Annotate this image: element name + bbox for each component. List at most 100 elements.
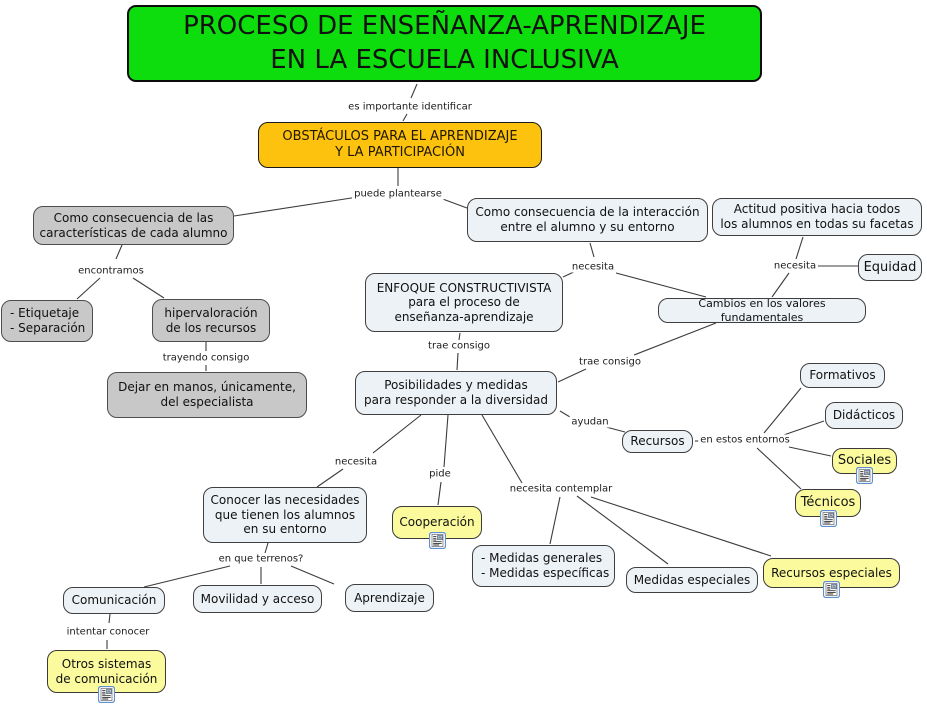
- concept-posibilidades[interactable]: Posibilidades y medidas para responder a…: [355, 371, 557, 415]
- concept-aprendizaje[interactable]: Aprendizaje: [345, 584, 434, 612]
- connector-line: [458, 332, 461, 341]
- resource-link-icon[interactable]: [97, 685, 116, 704]
- concept-movilidad-acceso[interactable]: Movilidad y acceso: [193, 585, 322, 613]
- concept-formativos[interactable]: Formativos: [800, 363, 885, 388]
- link-label-intentar-conocer: intentar conocer: [64, 626, 152, 638]
- connector-line: [605, 426, 626, 433]
- concept-label: Como consecuencia de las características…: [39, 210, 228, 240]
- connector-line: [771, 272, 790, 298]
- connector-line: [763, 387, 802, 434]
- connector-line: [410, 83, 418, 99]
- concept-enfoque-constructivista[interactable]: ENFOQUE CONSTRUCTIVISTA para el proceso …: [365, 273, 563, 332]
- concept-recursos[interactable]: Recursos: [622, 430, 693, 453]
- link-label-en-que-terrenos: en que terrenos?: [216, 553, 306, 565]
- concept-label: Técnicos: [800, 495, 856, 511]
- connector-line: [777, 420, 825, 438]
- concept-consecuencia-caracteristicas[interactable]: Como consecuencia de las características…: [33, 206, 234, 245]
- connector-line: [615, 272, 707, 298]
- connector-line: [316, 468, 344, 488]
- connector-line: [481, 414, 523, 484]
- concept-titulo[interactable]: PROCESO DE ENSEÑANZA-APRENDIZAJE EN LA E…: [127, 5, 762, 82]
- concept-label: Posibilidades y medidas para responder a…: [364, 378, 548, 407]
- connector-line: [264, 542, 269, 554]
- concept-label: Equidad: [863, 259, 917, 275]
- link-label-encontramos: encontramos: [76, 265, 146, 277]
- link-label-necesita-contemplar: necesita contemplar: [507, 483, 615, 495]
- link-label-es-importante-identificar: es importante identificar: [346, 101, 474, 113]
- connector-line: [549, 496, 561, 545]
- concept-cambios-valores[interactable]: Cambios en los valores fundamentales: [658, 297, 866, 324]
- resource-link-icon[interactable]: [855, 466, 874, 485]
- concept-label: Sociales: [837, 453, 892, 469]
- concept-label: PROCESO DE ENSEÑANZA-APRENDIZAJE EN LA E…: [183, 10, 706, 75]
- connector-line: [590, 496, 772, 557]
- connector-line: [439, 197, 468, 209]
- connector-line: [443, 414, 449, 468]
- concept-label: Dejar en manos, únicamente, del especial…: [118, 380, 296, 409]
- concept-label: Cambios en los valores fundamentales: [698, 297, 826, 324]
- concept-etiquetaje-separacion[interactable]: - Etiquetaje - Separación: [1, 300, 93, 342]
- concept-label: hipervaloración de los recursos: [164, 305, 258, 335]
- connector-line: [372, 414, 422, 454]
- concept-obstaculos[interactable]: OBSTÁCULOS PARA EL APRENDIZAJE Y LA PART…: [258, 122, 542, 168]
- concept-label: ENFOQUE CONSTRUCTIVISTA para el proceso …: [376, 280, 552, 324]
- connector-line: [108, 613, 111, 624]
- concept-label: Recursos: [630, 434, 685, 449]
- concept-label: Conocer las necesidades que tienen los a…: [210, 493, 360, 537]
- link-label-en-estos-entornos: en estos entornos: [698, 434, 792, 446]
- connector-line: [132, 277, 165, 299]
- link-label-puede-plantearse: puede plantearse: [352, 188, 444, 200]
- concept-label: Didácticos: [832, 408, 896, 423]
- concept-equidad[interactable]: Equidad: [858, 254, 922, 281]
- concept-actitud-positiva[interactable]: Actitud positiva hacia todos los alumnos…: [712, 198, 922, 236]
- connector-line: [589, 242, 595, 258]
- connector-line: [756, 447, 802, 490]
- concept-label: Como consecuencia de la interacción entr…: [475, 205, 700, 234]
- link-label-necesita-actitud: necesita: [771, 260, 819, 272]
- connector-line: [76, 277, 101, 300]
- concept-label: Comunicación: [71, 593, 157, 608]
- concept-medidas-especiales[interactable]: Medidas especiales: [626, 567, 758, 593]
- concept-consecuencia-interaccion[interactable]: Como consecuencia de la interacción entr…: [467, 198, 708, 242]
- connector-line: [633, 322, 717, 356]
- concept-label: Actitud positiva hacia todos los alumnos…: [720, 202, 914, 231]
- connector-line: [795, 236, 804, 260]
- concept-comunicacion[interactable]: Comunicación: [63, 587, 165, 614]
- connector-line: [290, 565, 335, 585]
- concept-dejar-en-manos[interactable]: Dejar en manos, únicamente, del especial…: [107, 372, 307, 418]
- resource-link-icon[interactable]: [428, 531, 446, 550]
- link-label-trae-consigo-cambios: trae consigo: [577, 356, 643, 368]
- concept-didacticos[interactable]: Didácticos: [825, 402, 903, 429]
- link-label-necesita-posibilidades: necesita: [332, 456, 380, 468]
- concept-label: Cooperación: [399, 515, 475, 530]
- link-label-trae-consigo-enfoque: trae consigo: [426, 340, 492, 352]
- link-label-trayendo-consigo: trayendo consigo: [160, 352, 252, 364]
- concept-label: - Etiquetaje - Separación: [10, 306, 86, 335]
- link-label-necesita-interaccion: necesita: [569, 261, 617, 273]
- resource-link-icon[interactable]: [819, 509, 837, 528]
- connector-line: [557, 368, 587, 383]
- connector-line: [559, 410, 571, 418]
- link-label-ayudan: ayudan: [569, 416, 611, 428]
- concept-conocer-necesidades[interactable]: Conocer las necesidades que tienen los a…: [203, 487, 367, 543]
- concept-label: Movilidad y acceso: [200, 591, 315, 606]
- resource-link-icon[interactable]: [822, 580, 841, 599]
- concept-label: - Medidas generales - Medidas específica…: [481, 551, 610, 580]
- concept-label: Medidas especiales: [633, 572, 751, 587]
- concept-medidas-generales[interactable]: - Medidas generales - Medidas específica…: [472, 545, 615, 587]
- connector-line: [437, 481, 442, 506]
- connector-line: [233, 196, 359, 217]
- concept-label: Formativos: [809, 368, 876, 383]
- connector-line: [456, 352, 459, 371]
- connector-line: [788, 446, 832, 457]
- concept-label: OBSTÁCULOS PARA EL APRENDIZAJE Y LA PART…: [282, 129, 518, 160]
- concept-otros-sistemas[interactable]: Otros sistemas de comunicación: [47, 650, 166, 693]
- concept-cooperacion[interactable]: Cooperación: [392, 506, 482, 539]
- connector-line: [402, 113, 408, 122]
- connector-line: [143, 565, 231, 588]
- connector-line: [576, 495, 669, 565]
- concept-label: Recursos especiales: [771, 565, 892, 580]
- concept-label: Aprendizaje: [354, 590, 425, 605]
- concept-hipervaloracion[interactable]: hipervaloración de los recursos: [152, 299, 270, 342]
